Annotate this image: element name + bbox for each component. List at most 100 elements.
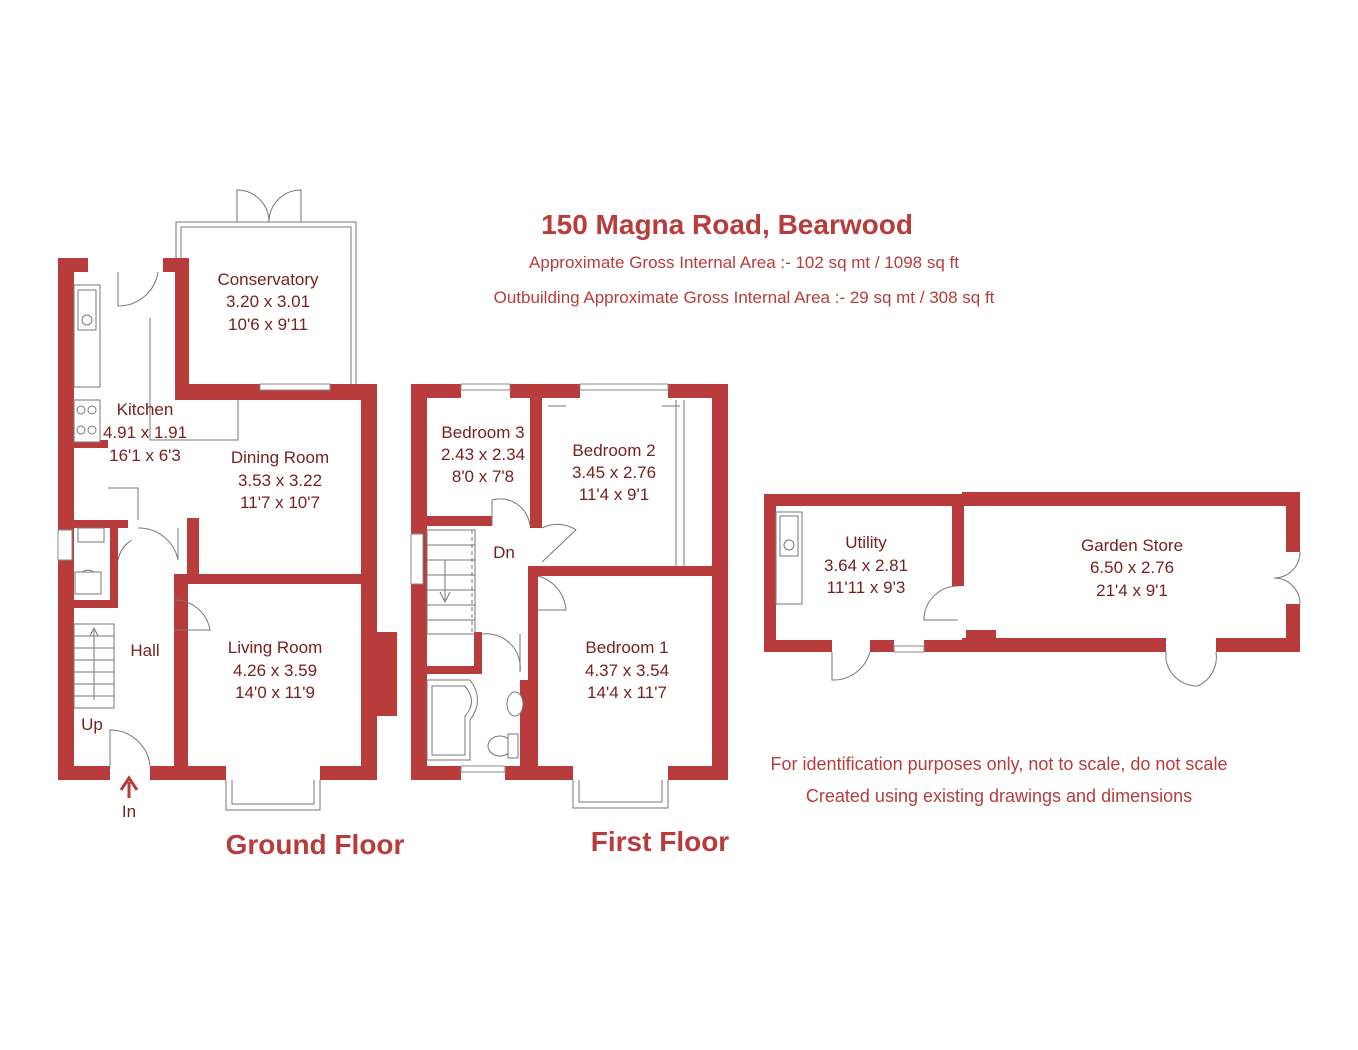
garden-store-imperial: 21'4 x 9'1 xyxy=(1096,581,1168,600)
wc-basin-icon xyxy=(77,527,105,543)
kitchen-metric: 4.91 x 1.91 xyxy=(103,423,187,442)
utility-outside-door xyxy=(831,651,871,681)
bedroom2-imperial: 11'4 x 9'1 xyxy=(579,485,649,504)
hall-label: Hall xyxy=(130,641,159,660)
bedroom1-top-wall xyxy=(530,566,720,576)
dining-imperial: 11'7 x 10'7 xyxy=(240,493,320,512)
dining-label: Dining Room xyxy=(231,448,329,467)
living-metric: 4.26 x 3.59 xyxy=(233,661,317,680)
stairs-up-label: Up xyxy=(81,715,103,734)
wc-top-wall xyxy=(68,520,128,528)
kitchen-hob-icon xyxy=(73,399,101,443)
bedroom1-left-wall xyxy=(528,566,538,776)
utility-imperial: 11'11 x 9'3 xyxy=(827,578,906,597)
bedroom1-metric: 4.37 x 3.54 xyxy=(585,661,669,680)
bedroom3-window xyxy=(460,383,511,391)
store-corner-pier xyxy=(966,630,996,640)
utility-label: Utility xyxy=(845,533,887,552)
wc-right-wall xyxy=(110,520,118,608)
ground-stairs xyxy=(73,623,115,709)
front-wall-right xyxy=(320,766,377,780)
first-floor-title: First Floor xyxy=(591,826,730,857)
stairs-down-label: Dn xyxy=(493,543,515,562)
living-door xyxy=(173,599,211,631)
utility-left-wall xyxy=(764,494,776,652)
ground-floor-title: Ground Floor xyxy=(226,829,405,860)
living-label: Living Room xyxy=(228,638,323,657)
garden-store-label: Garden Store xyxy=(1081,536,1183,555)
store-side-doors xyxy=(1273,551,1301,605)
conservatory-imperial: 10'6 x 9'11 xyxy=(228,315,308,334)
sink-drain-icon xyxy=(81,314,93,326)
dining-sliding-door xyxy=(259,383,331,391)
dining-lower-wall xyxy=(187,518,199,580)
bedroom3-imperial: 8'0 x 7'8 xyxy=(452,467,514,486)
store-top-wall xyxy=(962,492,1300,506)
conservatory-label: Conservatory xyxy=(217,270,319,289)
entrance-arrow-icon xyxy=(119,775,139,798)
stairs-up-arrow-icon xyxy=(89,626,99,700)
bedroom2-wardrobe xyxy=(675,400,685,566)
utility-right-wall xyxy=(952,494,964,586)
disclaimer-line-2: Created using existing drawings and dime… xyxy=(806,786,1192,806)
kitchen-back-door xyxy=(117,271,159,307)
bedroom1-bay-window xyxy=(572,780,669,809)
first-front-wall-right xyxy=(668,766,728,780)
bedroom1-door xyxy=(537,575,567,611)
kitchen-divider-wall xyxy=(68,440,108,448)
first-front-wall-left xyxy=(411,766,461,780)
bathroom-door xyxy=(481,633,521,673)
kitchen-hall-door xyxy=(137,527,179,561)
entrance-label: In xyxy=(122,802,136,821)
bathroom-window xyxy=(460,765,506,773)
utility-bottom-wall-mid xyxy=(870,640,894,652)
dining-metric: 3.53 x 3.22 xyxy=(238,471,322,490)
bedroom3-label: Bedroom 3 xyxy=(441,423,524,442)
utility-top-wall xyxy=(764,494,964,506)
stairs-down-arrow-icon xyxy=(439,560,451,604)
front-wall-left xyxy=(58,766,110,780)
bedroom3-door xyxy=(491,498,531,527)
landing-window xyxy=(410,533,424,585)
bedroom2-metric: 3.45 x 2.76 xyxy=(572,463,656,482)
utility-bottom-wall-left xyxy=(764,640,832,652)
garden-store-metric: 6.50 x 2.76 xyxy=(1090,558,1174,577)
kitchen-worktop xyxy=(149,318,239,441)
store-right-wall-upper xyxy=(1286,492,1300,552)
utility-store-door xyxy=(923,585,959,621)
first-floor: Bedroom 3 2.43 x 2.34 8'0 x 7'8 Bedroom … xyxy=(410,383,730,857)
bedroom1-label: Bedroom 1 xyxy=(585,638,668,657)
conservatory-metric: 3.20 x 3.01 xyxy=(226,292,310,311)
utility-window xyxy=(893,645,925,653)
gross-area-text: Approximate Gross Internal Area :- 102 s… xyxy=(529,253,959,272)
wc-bottom-wall xyxy=(68,600,118,608)
store-front-doors xyxy=(1165,651,1217,687)
first-top-wall-left xyxy=(411,384,461,398)
first-front-wall-mid xyxy=(505,766,573,780)
wc-window xyxy=(57,529,73,561)
wc-door xyxy=(117,539,133,561)
kitchen-label: Kitchen xyxy=(117,400,174,419)
bedroom2-door xyxy=(541,523,577,563)
store-bottom-wall-right xyxy=(1216,638,1300,652)
bedroom2-window xyxy=(579,383,669,391)
disclaimer-line-1: For identification purposes only, not to… xyxy=(771,754,1228,774)
bedroom2-label: Bedroom 2 xyxy=(572,441,655,460)
outbuilding: Utility 3.64 x 2.81 11'11 x 9'3 Garden S… xyxy=(764,492,1301,687)
first-top-wall-mid xyxy=(510,384,580,398)
living-left-wall xyxy=(174,574,188,774)
living-top-wall xyxy=(174,574,374,584)
first-stairs xyxy=(426,529,476,635)
property-title: 150 Magna Road, Bearwood xyxy=(541,209,913,240)
ground-left-wall xyxy=(58,258,74,780)
conservatory-left-wall xyxy=(175,258,189,398)
living-imperial: 14'0 x 11'9 xyxy=(235,683,315,702)
bathroom-top-wall xyxy=(420,666,480,674)
kitchen-imperial: 16'1 x 6'3 xyxy=(109,446,181,465)
conservatory-french-doors xyxy=(236,189,302,223)
bedroom3-metric: 2.43 x 2.34 xyxy=(441,445,525,464)
outbuilding-area-text: Outbuilding Approximate Gross Internal A… xyxy=(494,288,995,307)
utility-bottom-wall-right xyxy=(924,640,964,652)
utility-metric: 3.64 x 2.81 xyxy=(824,556,908,575)
